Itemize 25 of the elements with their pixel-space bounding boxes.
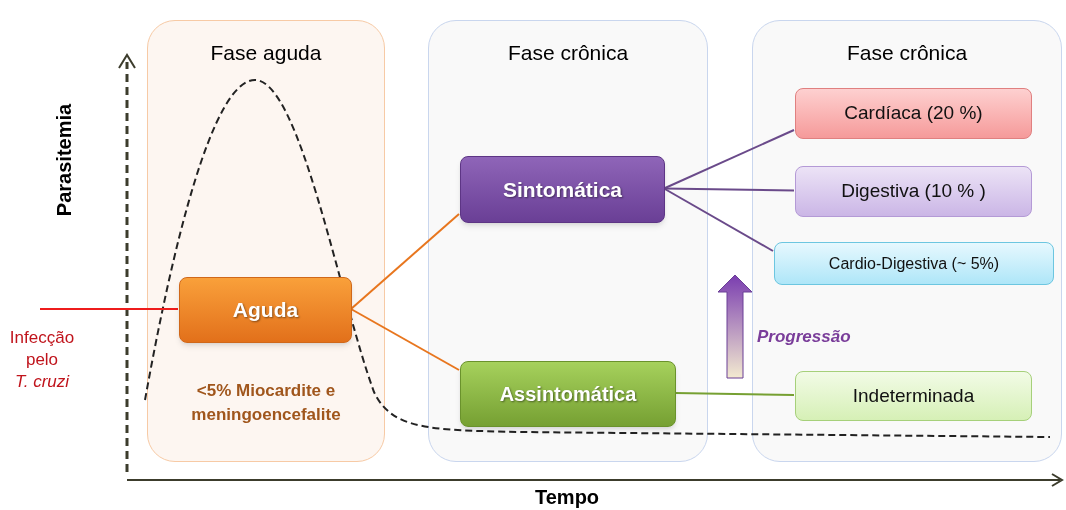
connector-line bbox=[674, 392, 795, 396]
connector-line bbox=[39, 308, 179, 310]
connector-line bbox=[663, 187, 795, 192]
connector-line bbox=[350, 308, 460, 371]
axis-label: Parasitemia bbox=[52, 103, 76, 217]
phase-heading: Fase crônica bbox=[845, 40, 969, 66]
connector-line bbox=[663, 187, 774, 252]
phase-heading: Fase aguda bbox=[209, 40, 323, 66]
progression-label: Progressão bbox=[757, 326, 851, 348]
stage-box: Sintomática bbox=[460, 156, 665, 223]
stage-box: Aguda bbox=[179, 277, 352, 343]
connector-line bbox=[663, 129, 795, 190]
phase-note: <5% Miocardite e meningoencefalite bbox=[190, 380, 342, 426]
stage-box: Digestiva (10 % ) bbox=[795, 166, 1032, 217]
infection-note: Infecção pelo T. cruzi bbox=[8, 327, 76, 393]
phase-panel bbox=[752, 20, 1062, 462]
connector-line bbox=[350, 213, 460, 310]
phase-panel bbox=[147, 20, 385, 462]
stage-box: Cardio-Digestiva (~ 5%) bbox=[774, 242, 1054, 285]
stage-box: Cardíaca (20 %) bbox=[795, 88, 1032, 139]
axis-label: Tempo bbox=[535, 486, 600, 508]
stage-box: Indeterminada bbox=[795, 371, 1032, 421]
stage-box: Assintomática bbox=[460, 361, 676, 427]
phase-panel bbox=[428, 20, 708, 462]
phase-heading: Fase crônica bbox=[506, 40, 630, 66]
